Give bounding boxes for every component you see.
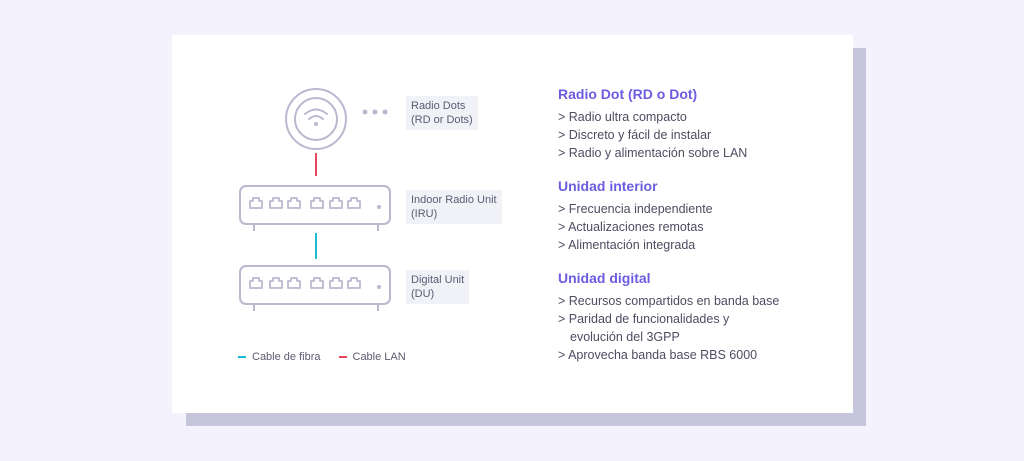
iru-label-line2: (IRU) [411, 208, 438, 220]
iru-label: Indoor Radio Unit (IRU) [406, 190, 502, 224]
du-ports [249, 277, 361, 289]
section-title: Unidad interior [558, 178, 658, 194]
ethernet-port-icon [287, 197, 301, 209]
du-label: Digital Unit (DU) [406, 270, 470, 304]
radio-dots-label-line1: Radio Dots [411, 100, 466, 112]
radio-dot-device [285, 88, 347, 150]
section-item: > Recursos compartidos en banda base [558, 294, 780, 308]
iru-device [239, 185, 391, 231]
section-item: > Discreto y fácil de instalar [558, 128, 712, 142]
iru-label-line1: Indoor Radio Unit [411, 194, 497, 206]
section-unidad-interior: Unidad interior > Frecuencia independien… [558, 178, 838, 254]
ethernet-port-icon [347, 277, 361, 289]
section-radio-dot: Radio Dot (RD o Dot) > Radio ultra compa… [558, 86, 838, 162]
network-diagram [239, 88, 391, 311]
radio-dots-label-line2: (RD or Dots) [411, 114, 473, 126]
legend-swatch-fiber [238, 356, 246, 358]
radio-dots-label: Radio Dots (RD or Dots) [406, 96, 478, 130]
legend-label-lan: Cable LAN [352, 351, 406, 363]
legend: Cable de fibra Cable LAN [238, 351, 406, 363]
legend-item-lan: Cable LAN [338, 351, 406, 363]
more-dots-icon [362, 109, 388, 115]
du-label-line1: Digital Unit [411, 274, 465, 286]
du-device [239, 265, 391, 311]
ethernet-port-icon [287, 277, 301, 289]
ethernet-port-icon [347, 197, 361, 209]
section-item: > Radio ultra compacto [558, 110, 687, 124]
ethernet-port-icon [249, 197, 263, 209]
section-unidad-digital: Unidad digital > Recursos compartidos en… [558, 270, 838, 364]
iru-ports [249, 197, 361, 209]
ethernet-port-icon [249, 277, 263, 289]
legend-label-fiber: Cable de fibra [252, 351, 321, 363]
features-list: Radio Dot (RD o Dot) > Radio ultra compa… [558, 86, 838, 380]
section-item: > Radio y alimentación sobre LAN [558, 146, 748, 160]
wifi-icon [304, 108, 328, 126]
section-item: > Aprovecha banda base RBS 6000 [558, 348, 758, 362]
section-item: > Actualizaciones remotas [558, 220, 704, 234]
section-item: > Frecuencia independiente [558, 202, 713, 216]
ethernet-port-icon [329, 277, 343, 289]
legend-swatch-lan [338, 356, 347, 358]
legend-item-fiber: Cable de fibra [238, 351, 321, 363]
du-label-line2: (DU) [411, 288, 435, 300]
ethernet-port-icon [269, 277, 283, 289]
section-item: evolución del 3GPP [570, 330, 680, 344]
diagram-card: Radio Dots (RD or Dots) Indoor Radio Uni… [172, 35, 853, 413]
section-title: Radio Dot (RD o Dot) [558, 86, 698, 102]
section-title: Unidad digital [558, 270, 651, 286]
section-item: > Alimentación integrada [558, 238, 696, 252]
ethernet-port-icon [310, 197, 324, 209]
ethernet-port-icon [329, 197, 343, 209]
ethernet-port-icon [269, 197, 283, 209]
ethernet-port-icon [310, 277, 324, 289]
section-item: > Paridad de funcionalidades y [558, 312, 730, 326]
